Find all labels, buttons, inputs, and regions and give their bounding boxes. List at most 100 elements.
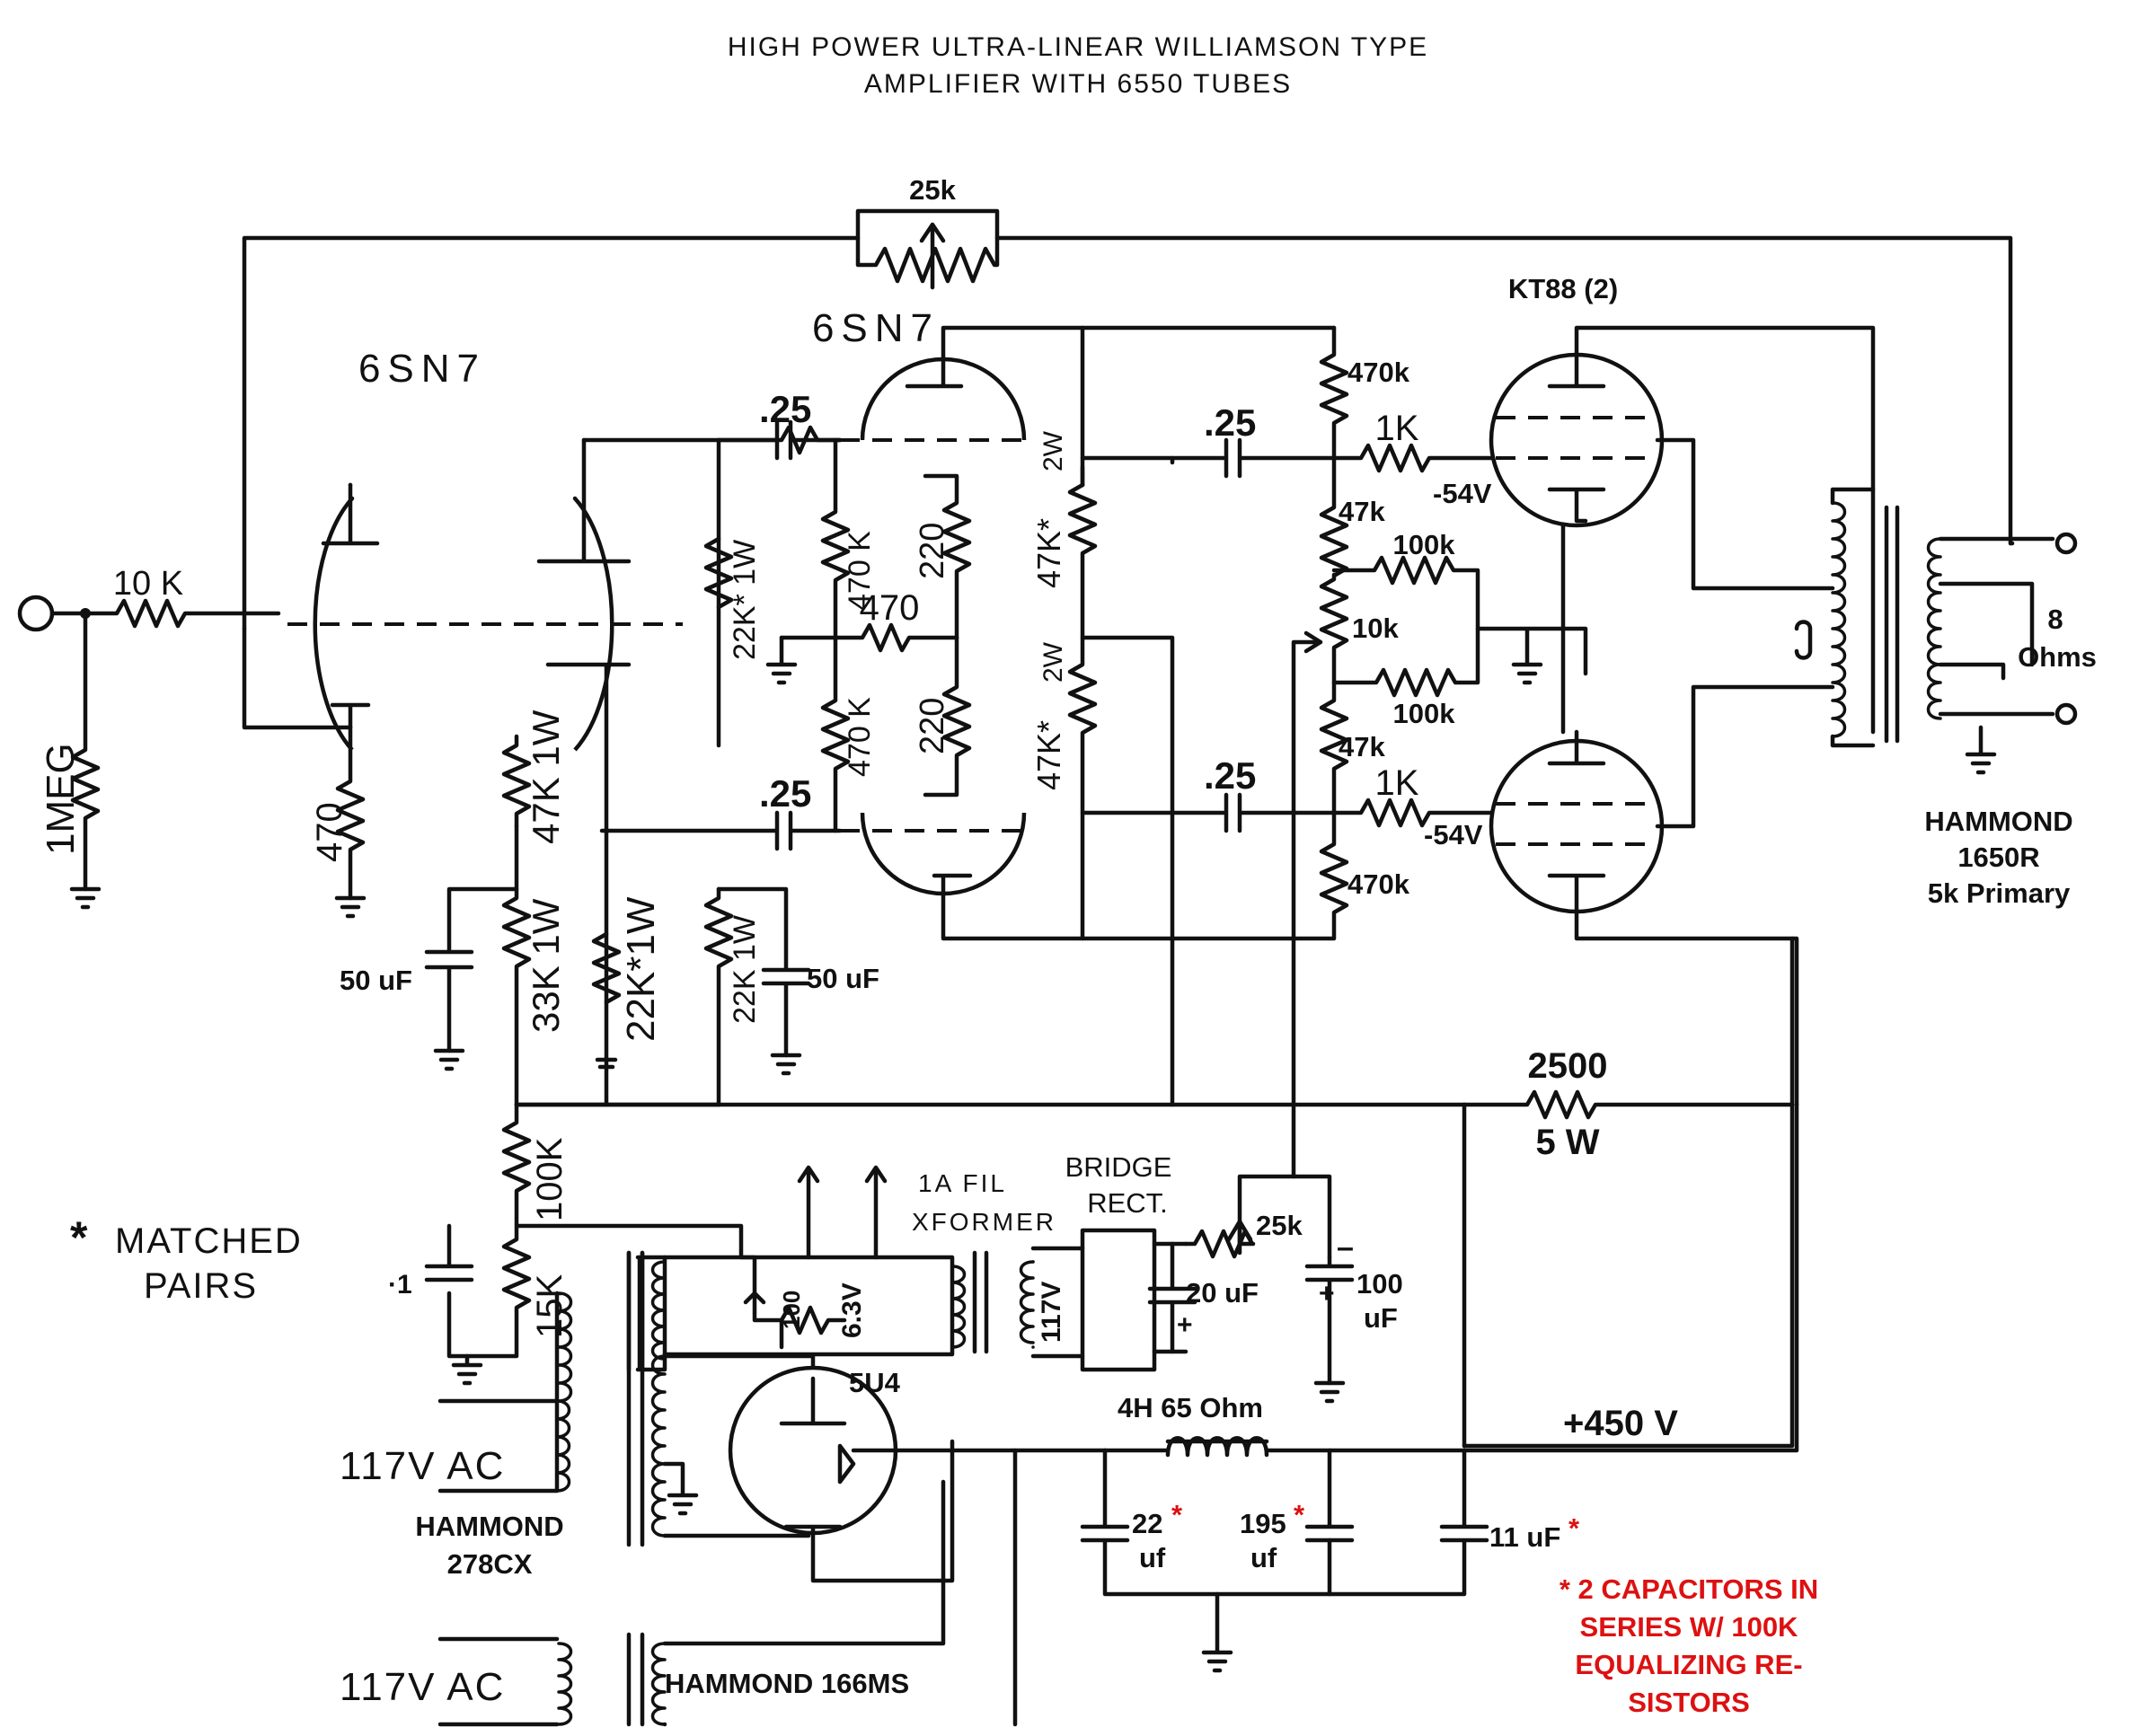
bias-voltage-bottom-label: -54V <box>1424 819 1483 850</box>
bias-pot-10k-label: 10k <box>1352 612 1399 644</box>
mains-input-bottom-label: 117V AC <box>340 1665 505 1709</box>
mains-input-top-label: 117V AC <box>340 1444 505 1488</box>
capacitor-note-line-2: SERIES W/ 100K <box>1580 1611 1799 1643</box>
output-transformer-make: HAMMOND <box>1924 806 2072 837</box>
balance-resistor-bottom-label: 100k <box>1393 698 1456 729</box>
v1-cathode-resistor-label: 470 <box>310 802 349 862</box>
coupling-cap-top-label: .25 <box>759 388 811 430</box>
dropping-resistor-value: 2500 <box>1528 1046 1608 1086</box>
filter-cap-22-value: 22 <box>1132 1508 1162 1539</box>
matched-pairs-line-1: MATCHED <box>115 1221 303 1261</box>
speaker-impedance-unit: Ohms <box>2018 641 2097 673</box>
v2-plate-resistor-top-label: 47K* <box>1030 518 1067 588</box>
b-plus-voltage-label: +450 V <box>1563 1404 1678 1443</box>
filament-transformer-model: HAMMOND 166MS <box>665 1668 909 1699</box>
bias-cap-100-minus: – <box>1337 1230 1354 1265</box>
balance-resistor-top-label: 100k <box>1393 529 1456 560</box>
tube-v2-label: 6SN7 <box>812 306 940 350</box>
bias-resistor-470k-bottom-label: 470k <box>1348 868 1410 900</box>
filter-cap-11-label: 11 uF <box>1489 1521 1560 1553</box>
cathode-resistor-220-bottom-label: 220 <box>914 698 951 754</box>
bias-network: .25 1K -54V .25 1K -54V 470k 47k 10k 47k… <box>1080 325 1588 941</box>
feedback-network: 25k <box>242 174 2013 631</box>
output-coupling-cap-top-label: .25 <box>1204 401 1256 444</box>
filter-cap-22-star: * <box>1171 1499 1183 1530</box>
bridge-transformer-voltage: 117V <box>1037 1282 1066 1343</box>
matched-pairs-star: * <box>70 1212 88 1263</box>
bridge-rect-line-1: BRIDGE <box>1065 1151 1172 1183</box>
v1-decoupling-resistor-label: 33K 1W <box>525 898 567 1033</box>
v2-plate-resistor-top-watt: 2W <box>1038 430 1068 471</box>
power-supply: 117V AC HAMMOND 278CX 5U4 117V AC HAMMON… <box>340 1102 1818 1727</box>
output-tubes-kt88: KT88 (2) <box>1489 273 1876 1107</box>
v2-grid-resistor-lower-label: 22K*1W <box>619 896 663 1042</box>
bias-supply-cap-label: ·1 <box>388 1270 412 1300</box>
cathode-resistor-220-top-label: 220 <box>914 523 951 579</box>
speaker-impedance-value: 8 <box>2047 604 2063 635</box>
input-jack-icon[interactable] <box>17 595 55 632</box>
bias-cap-20uf-label: 20 uF <box>1186 1277 1259 1309</box>
filament-transformer: 100 6.3V 117V 1A FIL XFORMER <box>626 1165 1066 1372</box>
grid-stopper-top-label: 1K <box>1375 409 1419 448</box>
filter-cap-195-unit: uf <box>1250 1542 1277 1573</box>
filter-cap-22-unit: uf <box>1139 1542 1166 1573</box>
tube-v1-label: 6SN7 <box>358 347 486 391</box>
bias-supply: 100K 15K ·1 * MATCHED PAIRS <box>70 1102 757 1386</box>
v2-plate-load-label: 22K 1W <box>728 915 762 1024</box>
diagram-title-line-2: AMPLIFIER WITH 6550 TUBES <box>864 69 1292 99</box>
output-transformer-primary: 5k Primary <box>1928 877 2071 909</box>
b-plus-rail: 2500 5 W <box>514 936 1795 1449</box>
coupling-cap-bottom-label: .25 <box>759 772 811 815</box>
v1-plate-network: 47K 1W 33K 1W 50 uF 22K*1W <box>340 425 843 1107</box>
output-coupling-cap-bottom-label: .25 <box>1204 754 1256 797</box>
bias-cap-100-unit: uF <box>1364 1302 1398 1334</box>
dropping-resistor-wattage: 5 W <box>1535 1123 1599 1162</box>
bias-resistor-470k-top-label: 470k <box>1348 357 1410 388</box>
tube-v2-6sn7: 6SN7 .25 .25 470 K 470 K 470 220 220 22K… <box>599 306 1337 1107</box>
v2-plate-loads: 47K* 2W 47K* 2W <box>1030 325 1175 1107</box>
filter-cap-195-star: * <box>1294 1499 1305 1530</box>
filament-pot-label: 100 <box>778 1291 805 1329</box>
capacitor-note-line-1: * 2 CAPACITORS IN <box>1560 1573 1818 1605</box>
matched-pairs-line-2: PAIRS <box>144 1266 258 1306</box>
filter-cap-195-value: 195 <box>1240 1508 1286 1539</box>
power-transformer-make: HAMMOND <box>415 1511 563 1542</box>
bias-supply-100k-label: 100K <box>530 1137 570 1221</box>
v1-plate-resistor-label: 47K 1W <box>525 709 567 844</box>
bias-cap-100-value: 100 <box>1356 1268 1403 1300</box>
cap-50uf-right-label: 50 uF <box>807 963 879 994</box>
bias-cap-100-plus: + <box>1319 1279 1335 1309</box>
tail-resistor-label: 470 <box>860 588 920 628</box>
bias-resistor-47k-top-label: 47k <box>1339 496 1385 527</box>
cap-50uf-left-label: 50 uF <box>340 965 412 996</box>
output-transformer-model: 1650R <box>1957 842 2039 873</box>
v2-plate-resistor-bottom-watt: 2W <box>1038 641 1068 683</box>
input-resistor-label: 10 K <box>113 565 183 603</box>
bridge-rect-line-2: RECT. <box>1087 1187 1168 1219</box>
output-tube-label: KT88 (2) <box>1508 273 1618 304</box>
filament-voltage-label: 6.3V <box>837 1282 867 1338</box>
feedback-pot-label: 25k <box>909 174 956 206</box>
filter-cap-11-star: * <box>1568 1512 1580 1544</box>
choke-label: 4H 65 Ohm <box>1118 1392 1263 1423</box>
filament-xformer-line-2: XFORMER <box>912 1208 1056 1236</box>
bias-cap-20uf-plus: + <box>1177 1310 1193 1340</box>
grid-resistor-label: 1MEG <box>39 743 83 855</box>
v2-grid-resistor-bottom-label: 470 K <box>843 697 877 777</box>
power-transformer-model: 278CX <box>447 1548 533 1580</box>
capacitor-note-line-3: EQUALIZING RE- <box>1575 1649 1802 1680</box>
filament-xformer-line-1: 1A FIL <box>918 1169 1007 1197</box>
v2-grid-resistor-top-label: 470 K <box>843 531 877 611</box>
bridge-rectifier: BRIDGE RECT. 25k 20 uF + 100 uF – + <box>1030 1102 1403 1404</box>
input-stage: 10 K 1MEG <box>17 565 281 910</box>
rectifier-tube-label: 5U4 <box>849 1367 901 1398</box>
diagram-title-line-1: HIGH POWER ULTRA-LINEAR WILLIAMSON TYPE <box>728 32 1428 62</box>
tube-v1-6sn7: 6SN7 470 <box>242 347 683 1107</box>
grid-stopper-bottom-label: 1K <box>1375 763 1419 803</box>
bias-resistor-47k-bottom-label: 47k <box>1339 731 1385 762</box>
v2-grid-leak-label: 22K* 1W <box>728 540 762 660</box>
v2-plate-resistor-bottom-label: 47K* <box>1030 720 1067 790</box>
bias-pot-25k-label: 25k <box>1256 1210 1303 1241</box>
capacitor-note-line-4: SISTORS <box>1628 1687 1750 1718</box>
